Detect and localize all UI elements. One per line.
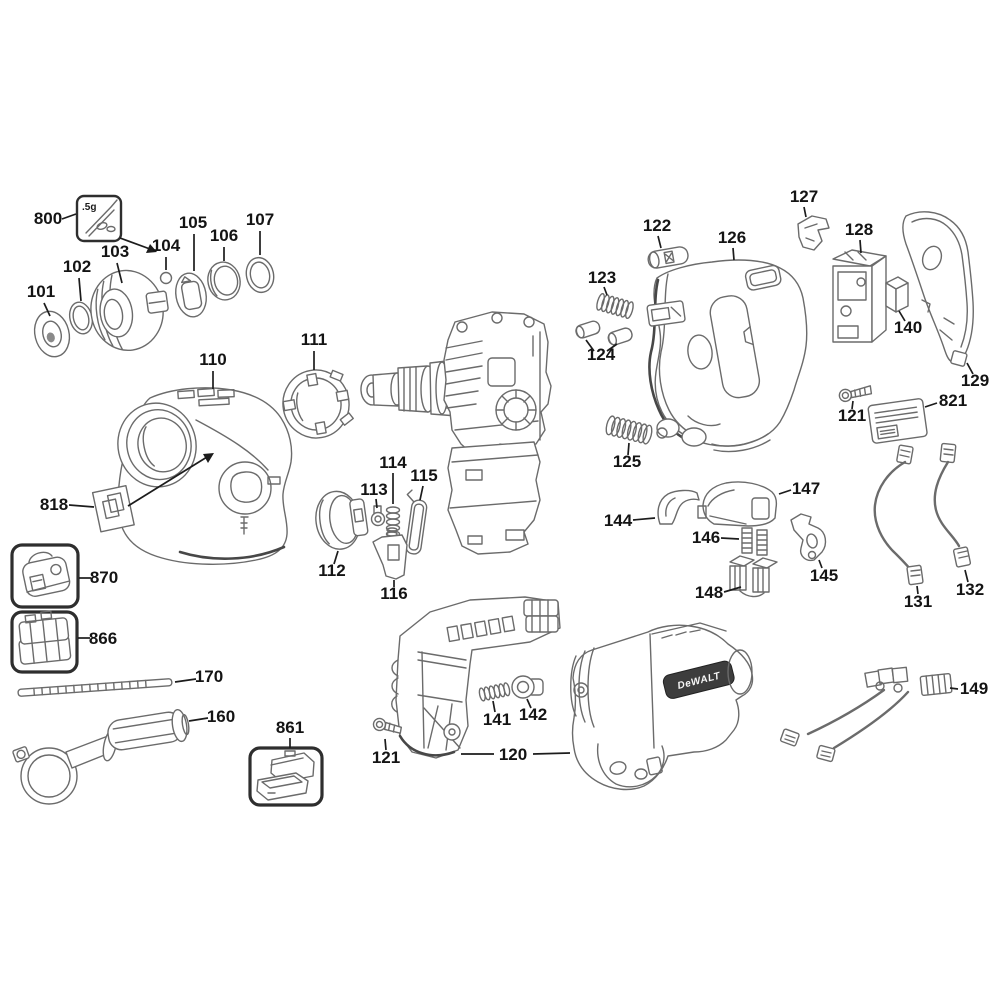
brand-badge: DeWALT (662, 660, 735, 699)
label-870: 870 (90, 568, 118, 587)
part-870-accessory-kit (10, 543, 80, 609)
label-132: 132 (956, 580, 984, 599)
label-146: 146 (692, 528, 720, 547)
part-126-handle-housing (646, 259, 808, 453)
part-132-wire (933, 442, 972, 568)
label-145: 145 (810, 566, 838, 585)
part-127-bracket (797, 215, 830, 251)
part-116-bracket (372, 527, 408, 580)
part-129-handle-cover (902, 211, 974, 367)
part-821-label (867, 398, 928, 444)
label-126: 126 (718, 228, 746, 247)
part-104-ball (159, 271, 173, 285)
label-147: 147 (792, 479, 820, 498)
part-106-ring (207, 261, 241, 301)
label-142: 142 (519, 705, 547, 724)
label-127: 127 (790, 187, 818, 206)
part-121-screw-upper (838, 385, 873, 403)
label-128: 128 (845, 220, 873, 239)
part-147-switch-cover (697, 481, 778, 527)
part-145-lever (790, 513, 827, 562)
part-105-retainer (175, 272, 207, 318)
label-821: 821 (939, 391, 967, 410)
label-112: 112 (318, 561, 345, 580)
label-116: 116 (380, 584, 407, 603)
part-125-spring (605, 415, 653, 445)
part-861-kit-box (248, 746, 324, 807)
label-144: 144 (604, 511, 633, 530)
label-115: 115 (410, 466, 437, 485)
part-120-housing-left-half (391, 596, 561, 759)
part-140-block (885, 276, 909, 313)
power-unit-assembly (360, 311, 552, 555)
part-170-depth-rod (17, 678, 173, 697)
label-800: 800 (34, 209, 62, 228)
label-141: 141 (483, 710, 511, 729)
part-149-wire-harness (779, 666, 953, 763)
part-800-grease-tube: .5g (75, 194, 157, 253)
label-122: 122 (643, 216, 671, 235)
label-818: 818 (40, 495, 68, 514)
label-866: 866 (89, 629, 117, 648)
part-115-link (405, 489, 428, 555)
label-121-lower: 121 (372, 748, 400, 767)
part-131-wire (873, 444, 924, 586)
part-128-switch (832, 249, 887, 343)
label-104: 104 (152, 236, 181, 255)
label-121-upper: 121 (838, 406, 866, 425)
part-122-pin (647, 246, 689, 269)
label-101: 101 (27, 282, 55, 301)
label-103: 103 (101, 242, 129, 261)
label-111: 111 (301, 330, 328, 349)
label-113: 113 (360, 480, 387, 499)
grease-amount-label: .5g (82, 202, 96, 213)
label-106: 106 (210, 226, 238, 245)
part-112-knob (315, 490, 369, 550)
part-146-brush-springs (741, 527, 768, 556)
part-123-spring (596, 292, 634, 320)
part-124-pins (575, 320, 633, 346)
label-131: 131 (904, 592, 932, 611)
label-120: 120 (499, 745, 527, 764)
label-105: 105 (179, 213, 207, 232)
label-123: 123 (588, 268, 616, 287)
part-121-screw-lower (372, 717, 403, 734)
part-120-housing-right-half: DeWALT (570, 622, 754, 791)
label-861: 861 (276, 718, 304, 737)
part-141-spring (478, 682, 511, 702)
label-110: 110 (199, 350, 226, 369)
part-142-bushing (511, 675, 544, 699)
part-144-bracket (657, 489, 700, 525)
label-125: 125 (613, 452, 641, 471)
label-160: 160 (207, 707, 235, 726)
label-148: 148 (695, 583, 723, 602)
label-114: 114 (379, 453, 407, 472)
label-107: 107 (246, 210, 274, 229)
part-818-label (91, 453, 214, 533)
part-160-side-handle (12, 708, 190, 805)
label-140: 140 (894, 318, 922, 337)
part-111-ring-cap (282, 369, 354, 439)
part-110-gear-housing (117, 387, 293, 565)
part-866-battery-pack (10, 610, 79, 674)
label-170: 170 (195, 667, 223, 686)
part-107-washer (245, 256, 275, 294)
part-101-cap (33, 310, 71, 358)
part-113-pin (370, 505, 386, 527)
part-148-brush-holders (729, 555, 778, 598)
label-129: 129 (961, 371, 989, 390)
part-103-collar (90, 269, 169, 352)
label-149: 149 (960, 679, 988, 698)
label-102: 102 (63, 257, 91, 276)
